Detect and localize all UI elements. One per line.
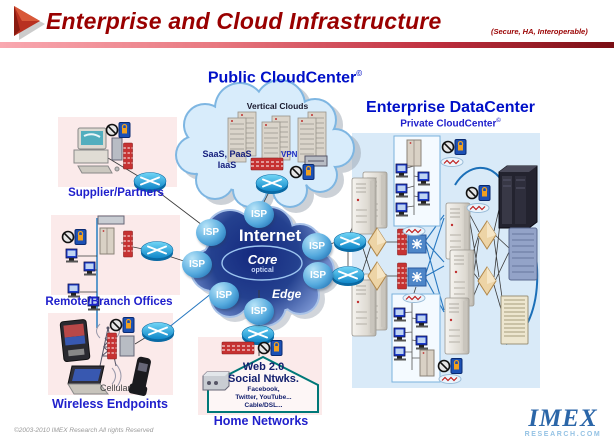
dc-firewall-2-icon [397,262,407,290]
supplier-router-icon [133,171,167,193]
dc-router-1-icon [333,231,367,253]
dc-storage-rack-icon [500,295,529,345]
pda-icon [59,319,91,362]
dc-loadbalancer-top [440,156,464,168]
remote-firewall-icon [123,230,133,258]
cloud-firewall-icon [250,157,284,171]
core-ellipse [221,245,303,281]
internet-cloud-shape [190,206,340,331]
remote-router-icon [140,240,174,262]
supplier-firewall-icon [123,142,133,170]
dc-loadbalancer-mid [466,202,490,214]
remote-server-icon [99,227,115,255]
wireless-gateway-icon [119,335,135,357]
laptop-icon [67,363,122,395]
blue-links [167,214,445,329]
dc-blade-server-icon [508,227,538,281]
cloud-router-icon [255,173,289,195]
dc-router-2-icon [331,265,365,287]
home-modem-icon [202,371,230,391]
house-outline [207,355,319,413]
home-firewall-icon [221,341,255,355]
wireless-firewall-icon [107,332,117,360]
wireless-router-icon [141,321,175,343]
remote-shelf-icon [97,215,125,225]
supplier-computer-icon [73,127,120,174]
cell-phone-icon [128,356,151,396]
dc-core-switch-1 [407,234,427,254]
dc-loadbalancer-bottom [438,373,462,385]
triangle-bullet-icon [14,6,45,40]
mainframe-icon [498,165,538,229]
dc-core-switch-2 [407,267,427,287]
header-rule [0,42,614,48]
supplier-gateway-icon [111,137,123,161]
